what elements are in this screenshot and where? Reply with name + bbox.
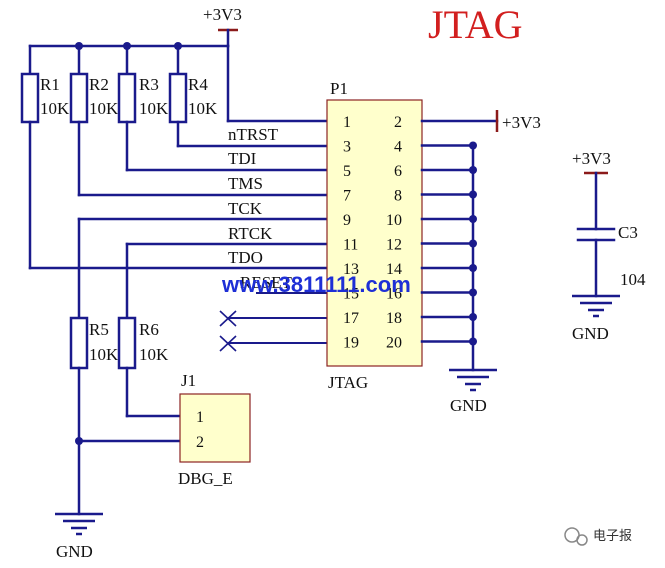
c3-value: 104 (620, 270, 646, 289)
no-connect-marker-17 (219, 310, 237, 327)
p1-pin-6: 6 (394, 163, 402, 180)
gnd-label-left: GND (56, 542, 93, 561)
r1-ref: R1 (40, 75, 60, 94)
p1-ref: P1 (330, 79, 348, 98)
pin2-power-label: +3V3 (502, 113, 541, 132)
resistor-r3: R3 10K (117, 44, 169, 172)
r6-ref: R6 (139, 320, 159, 339)
r4-value: 10K (188, 99, 218, 118)
ground-pin-wires (420, 141, 477, 346)
resistor-r6: R6 10K (117, 316, 182, 418)
p1-pin-9: 9 (343, 212, 351, 229)
p1-pin-17: 17 (343, 310, 359, 327)
r2-ref: R2 (89, 75, 109, 94)
signal-reset: RESET (240, 273, 293, 292)
p1-pin-7: 7 (343, 188, 351, 205)
schematic-title: JTAG (428, 2, 523, 47)
resistor-r5: R5 10K (69, 316, 119, 516)
p1-pin-4: 4 (394, 139, 402, 156)
p1-pin-10: 10 (386, 212, 402, 229)
p1-pin-15: 15 (343, 286, 359, 303)
junction (75, 437, 83, 445)
r1-value: 10K (40, 99, 70, 118)
signal-tck: TCK (228, 199, 263, 218)
p1-pin-1: 1 (343, 114, 351, 131)
signal-tdo: TDO (228, 248, 263, 267)
resistor-r4: R4 10K (168, 44, 218, 148)
watermark-url: www.3811111.com (221, 272, 411, 297)
j1-pin-2: 2 (196, 434, 204, 451)
p1-pin-8: 8 (394, 188, 402, 205)
p1-pin-14: 14 (386, 261, 402, 278)
source-badge: 电子报 (564, 527, 632, 546)
gnd-label-p1: GND (450, 396, 487, 415)
signal-ntrst: nTRST (228, 125, 279, 144)
signal-tms: TMS (228, 174, 263, 193)
capacitor-c3: +3V3 C3 104 (572, 149, 646, 298)
r2-value: 10K (89, 99, 119, 118)
p1-pin-12: 12 (386, 237, 402, 254)
signal-tdi: TDI (228, 149, 257, 168)
p1-pin-3: 3 (343, 139, 351, 156)
p1-pin-2: 2 (394, 114, 402, 131)
ground-symbol-p1: GND (449, 368, 497, 415)
j1-pin-1: 1 (196, 409, 204, 426)
p1-pin-16: 16 (386, 286, 402, 303)
no-connect-marker-19 (219, 335, 237, 352)
c3-power-label: +3V3 (572, 149, 611, 168)
r4-ref: R4 (188, 75, 208, 94)
j1-name: DBG_E (178, 469, 233, 488)
top-power-label: +3V3 (203, 5, 242, 24)
resistor-r2: R2 10K (69, 44, 119, 197)
ground-symbol-left: GND (55, 512, 103, 561)
ground-symbol-c3: GND (572, 294, 620, 343)
p1-pin-18: 18 (386, 310, 402, 327)
signal-rtck: RTCK (228, 224, 273, 243)
resistor-r1: R1 10K (20, 44, 70, 270)
r6-value: 10K (139, 345, 169, 364)
p1-pin-5: 5 (343, 163, 351, 180)
p1-name: JTAG (328, 373, 368, 392)
connector-j1: J1 1 2 DBG_E (178, 371, 251, 488)
r5-ref: R5 (89, 320, 109, 339)
p1-pin-20: 20 (386, 335, 402, 352)
source-label: 电子报 (593, 529, 632, 544)
gnd-label-c3: GND (572, 324, 609, 343)
p1-right-pin-numbers: 2 4 6 8 10 12 14 16 18 20 (386, 114, 402, 352)
p1-pin-11: 11 (343, 237, 358, 254)
r5-value: 10K (89, 345, 119, 364)
r3-ref: R3 (139, 75, 159, 94)
j1-ref: J1 (181, 371, 196, 390)
c3-ref: C3 (618, 223, 638, 242)
p1-pin-19: 19 (343, 335, 359, 352)
r3-value: 10K (139, 99, 169, 118)
chat-icon (564, 527, 580, 543)
top-power-symbol: +3V3 (203, 5, 242, 48)
p1-pin-13: 13 (343, 261, 359, 278)
